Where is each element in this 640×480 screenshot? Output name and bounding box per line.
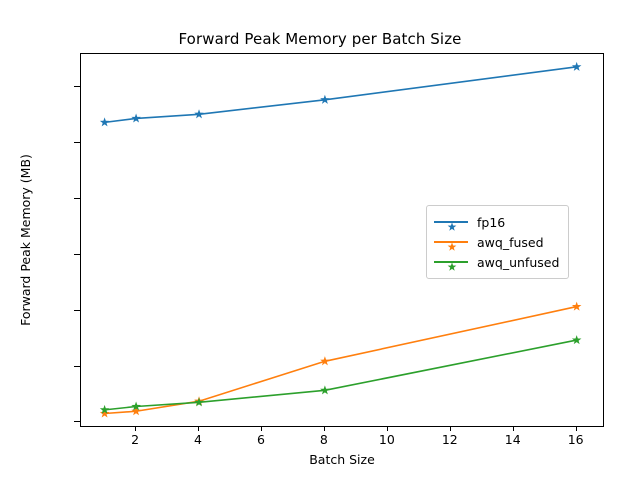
legend-swatch-1 bbox=[434, 235, 468, 251]
legend-line-icon bbox=[434, 221, 468, 223]
x-tick-label: 10 bbox=[378, 432, 395, 447]
legend-swatch-0 bbox=[434, 215, 468, 231]
x-tick-mark bbox=[198, 427, 200, 431]
series-line-awq_fused bbox=[104, 305, 577, 415]
legend-item-2[interactable]: awq_unfused bbox=[434, 252, 559, 272]
y-tick-mark bbox=[74, 86, 80, 88]
legend-swatch-2 bbox=[434, 255, 468, 271]
x-tick-mark bbox=[575, 427, 577, 431]
x-tick-mark bbox=[323, 427, 325, 431]
plot-lines bbox=[99, 61, 582, 418]
x-tick-mark bbox=[449, 427, 451, 431]
x-tick-mark bbox=[386, 427, 388, 431]
y-tick-mark bbox=[74, 309, 80, 311]
x-tick-label: 16 bbox=[567, 432, 584, 447]
x-tick-label: 2 bbox=[131, 432, 140, 447]
data-point-marker bbox=[320, 94, 330, 104]
data-point-marker bbox=[194, 397, 204, 407]
x-tick-label: 12 bbox=[441, 432, 458, 447]
x-tick-mark bbox=[135, 427, 137, 431]
y-tick-mark bbox=[74, 142, 80, 144]
x-tick-label: 4 bbox=[194, 432, 202, 447]
series-line-fp16 bbox=[104, 66, 577, 124]
x-axis-label: Batch Size bbox=[309, 452, 375, 467]
data-point-marker bbox=[571, 335, 582, 345]
star-marker-icon bbox=[447, 217, 457, 231]
star-marker-icon bbox=[447, 237, 457, 251]
legend-item-1[interactable]: awq_fused bbox=[434, 232, 559, 252]
y-tick-mark bbox=[74, 365, 80, 367]
x-tick-label: 6 bbox=[256, 432, 265, 447]
data-point-marker bbox=[99, 408, 110, 418]
x-tick-mark bbox=[512, 427, 514, 431]
data-point-marker bbox=[571, 301, 582, 311]
legend-label-2: awq_unfused bbox=[477, 254, 560, 270]
data-point-marker bbox=[131, 113, 141, 123]
legend-item-0[interactable]: fp16 bbox=[434, 212, 559, 232]
data-point-marker bbox=[571, 61, 582, 71]
legend-line-icon bbox=[434, 241, 468, 243]
plot-area bbox=[80, 53, 604, 427]
data-point-marker bbox=[99, 404, 110, 414]
x-tick-mark bbox=[260, 427, 262, 431]
y-tick-mark bbox=[74, 198, 80, 200]
data-point-marker bbox=[131, 406, 141, 416]
legend-label-0: fp16 bbox=[477, 214, 506, 230]
data-point-marker bbox=[99, 117, 110, 127]
legend-label-1: awq_fused bbox=[477, 234, 544, 250]
y-axis-label: Forward Peak Memory (MB) bbox=[18, 154, 33, 326]
x-tick-label: 8 bbox=[319, 432, 328, 447]
y-tick-mark bbox=[74, 421, 80, 423]
legend-line-icon bbox=[434, 261, 468, 263]
series-line-awq_unfused bbox=[104, 339, 577, 411]
star-marker-icon bbox=[447, 257, 457, 271]
data-point-marker bbox=[320, 385, 330, 395]
y-tick-mark bbox=[74, 253, 80, 255]
data-point-marker bbox=[320, 356, 330, 366]
data-point-marker bbox=[131, 401, 141, 411]
chart-title: Forward Peak Memory per Batch Size bbox=[178, 30, 462, 48]
legend: fp16 awq_fused awq_unfused bbox=[426, 205, 570, 279]
data-point-marker bbox=[194, 109, 204, 119]
x-tick-label: 14 bbox=[504, 432, 521, 447]
